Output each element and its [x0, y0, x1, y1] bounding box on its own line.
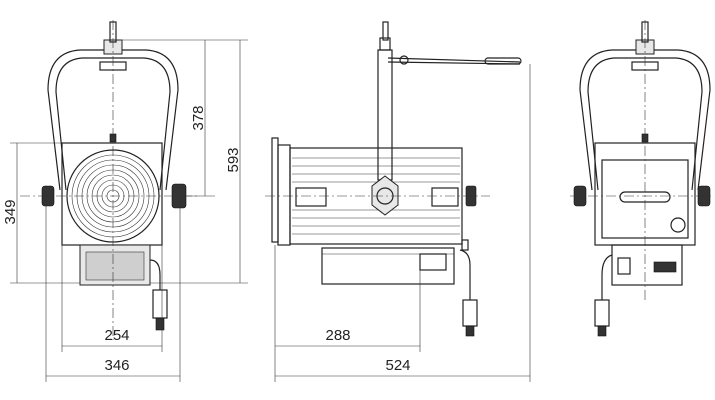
side-view	[265, 21, 522, 337]
dim-378: 378	[190, 105, 207, 130]
dim-288: 288	[325, 327, 350, 344]
dim-593: 593	[225, 147, 242, 172]
dim-254: 254	[104, 327, 129, 344]
front-view	[20, 20, 200, 340]
front-dimensions: 378 593 349 254 346	[2, 39, 248, 382]
cooling-fins	[292, 157, 460, 235]
dim-349: 349	[2, 199, 19, 224]
dim-524: 524	[385, 357, 410, 374]
back-view	[570, 20, 712, 337]
side-dimensions: 288 524	[274, 64, 531, 382]
dim-346: 346	[104, 357, 129, 374]
